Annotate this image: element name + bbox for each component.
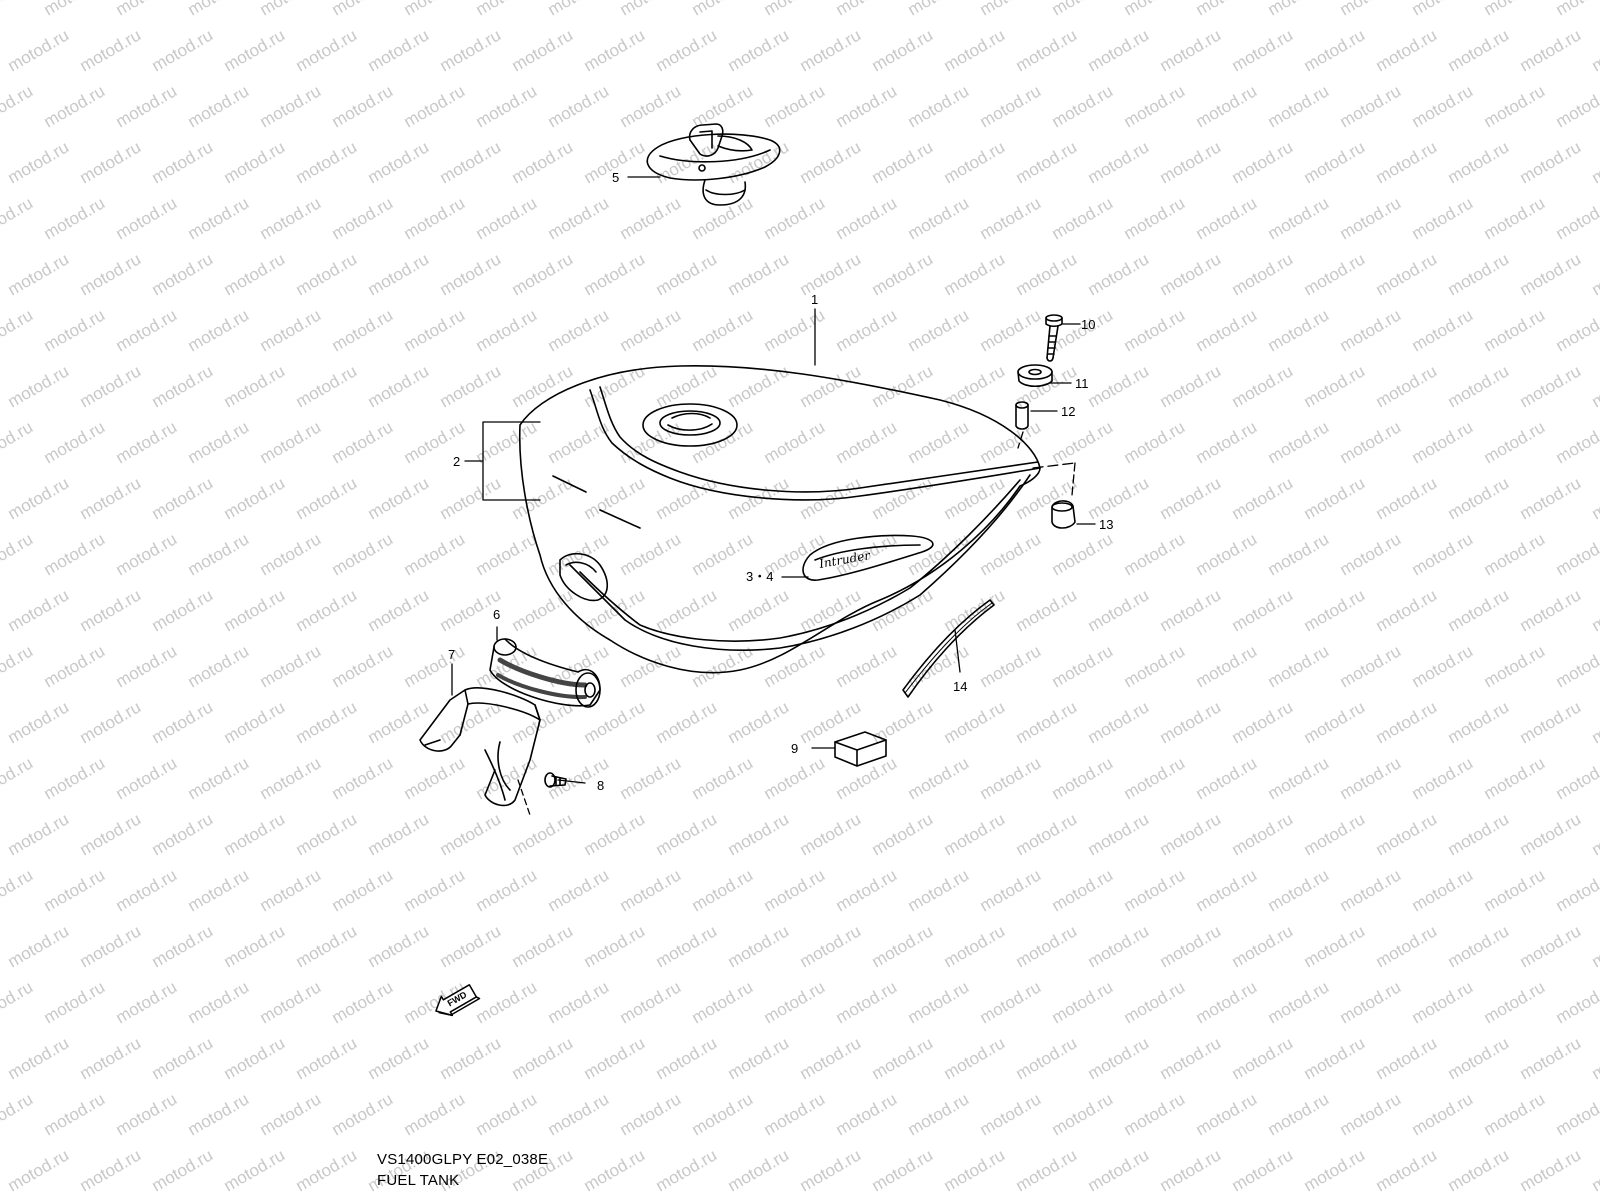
callout-13: 13: [1099, 517, 1113, 532]
callout-9: 9: [791, 741, 798, 756]
callout-1: 1: [811, 292, 818, 307]
callout-12: 12: [1061, 404, 1075, 419]
bracket-part: [419, 687, 541, 807]
collar-part: [1015, 401, 1029, 430]
leader-lines: [451, 176, 1096, 816]
fwd-arrow: [435, 984, 481, 1017]
callout-5: 5: [612, 170, 619, 185]
callout-14: 14: [953, 679, 967, 694]
grommet-part: [1017, 364, 1053, 388]
callout-8: 8: [597, 778, 604, 793]
screw-part: [544, 772, 567, 788]
callout-2: 2: [453, 454, 460, 469]
emblem-text: Intruder: [817, 548, 872, 571]
bolt-part: [1045, 314, 1063, 362]
model-code: VS1400GLPY E02_038E: [377, 1151, 549, 1168]
intruder-emblem: [802, 534, 934, 581]
callout-3-4: 3・4: [746, 569, 773, 584]
callout-7: 7: [448, 647, 455, 662]
fuel-tank-body: [518, 365, 1041, 674]
diagram-title: FUEL TANK: [377, 1172, 460, 1189]
fuel-cap-part: [646, 123, 781, 206]
callout-10: 10: [1081, 317, 1095, 332]
callout-6: 6: [493, 607, 500, 622]
callout-11: 11: [1075, 376, 1089, 391]
cushion-part: [1051, 500, 1076, 529]
pad-part: [834, 731, 887, 767]
tank-trim-strip: [902, 599, 995, 698]
rubber-cushion-part: [489, 638, 601, 708]
